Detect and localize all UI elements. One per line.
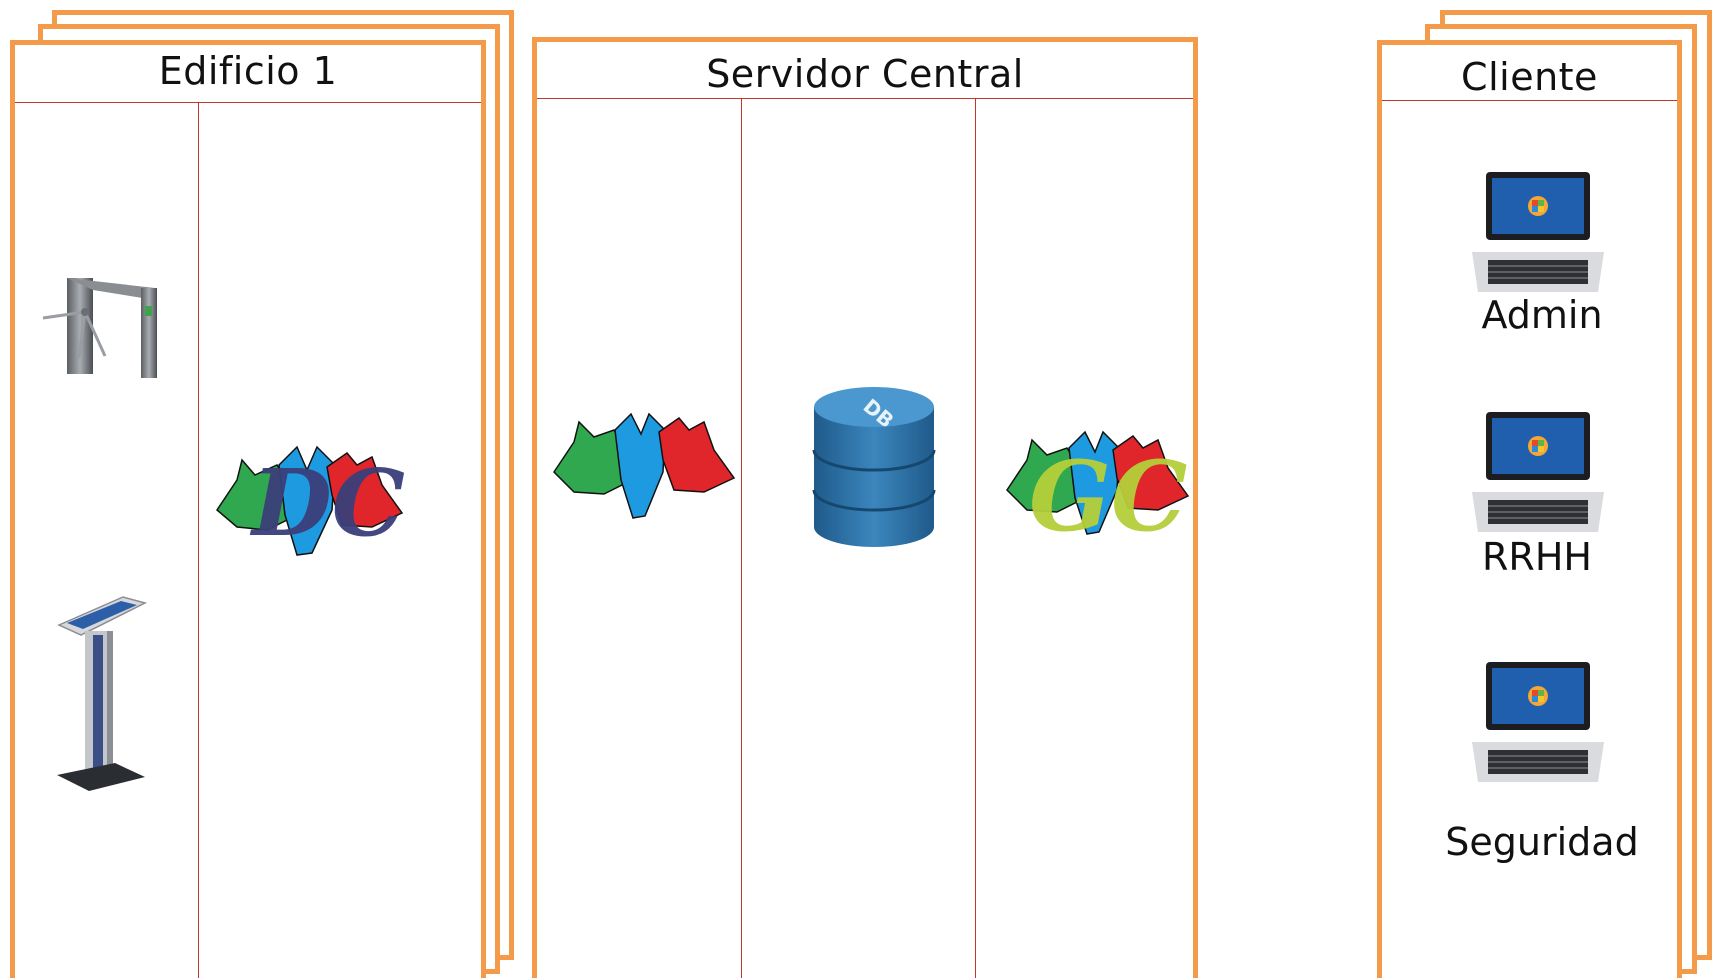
client-panel: Cliente Admin RRHH — [1377, 40, 1682, 978]
laptop-icon — [1472, 172, 1604, 292]
server-panel: Servidor Central DB GC — [532, 37, 1198, 978]
client-title: Cliente — [1382, 45, 1677, 101]
wolves-dc-logo: DC — [216, 445, 405, 557]
dc-logo-text: DC — [249, 449, 405, 557]
wolves-logo — [553, 412, 736, 519]
client-role-admin: Admin — [1481, 293, 1603, 337]
gc-logo-text: GC — [1029, 440, 1187, 552]
wolves-gc-logo: GC — [1006, 430, 1190, 552]
client-role-rrhh: RRHH — [1482, 535, 1592, 579]
laptop-icon — [1472, 412, 1604, 532]
laptop-icon — [1472, 662, 1604, 782]
kiosk-terminal-icon — [57, 596, 148, 791]
server-column-divider-2 — [975, 99, 976, 978]
building-title: Edificio 1 — [15, 45, 481, 103]
turnstile-icon — [42, 278, 157, 378]
building-panel: Edificio 1 DC — [10, 40, 486, 978]
client-role-seguridad: Seguridad — [1445, 820, 1639, 864]
building-column-divider — [198, 103, 199, 978]
server-column-divider-1 — [741, 99, 742, 978]
database-icon: DB — [812, 387, 936, 547]
server-title: Servidor Central — [537, 42, 1193, 99]
